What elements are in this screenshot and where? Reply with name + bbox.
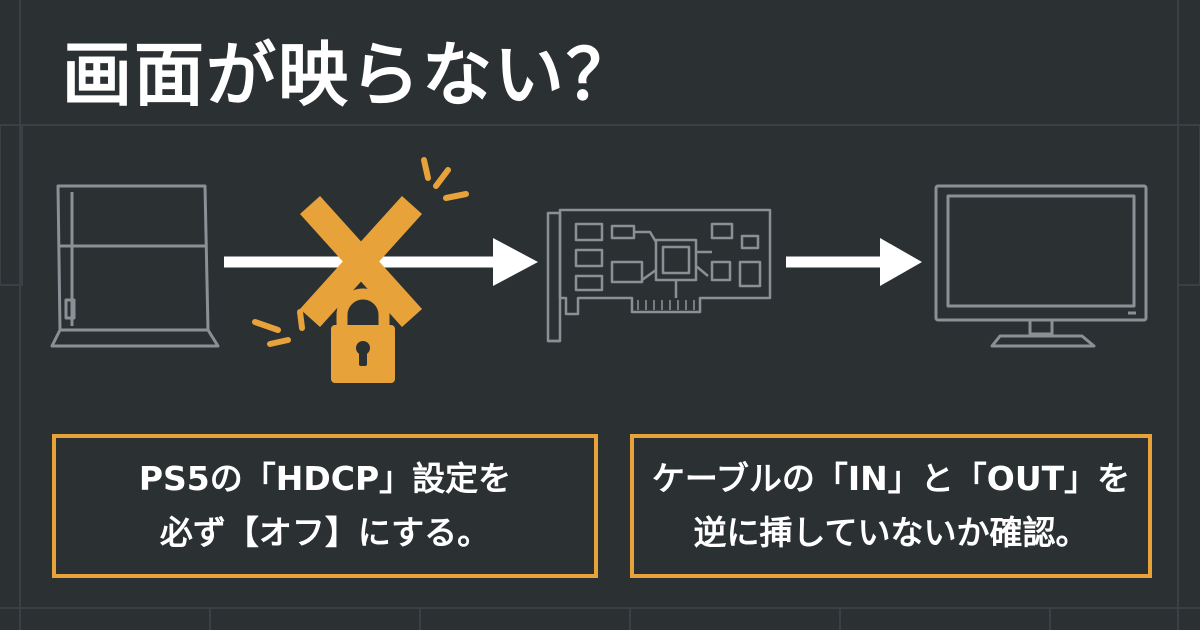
hdcp-tip-line-1: PS5の「HDCP」設定を xyxy=(138,459,512,498)
cable-tip-box: ケーブルの「IN」と「OUT」を 逆に挿していないか確認。 xyxy=(630,434,1152,578)
ps5-console-icon xyxy=(50,184,220,348)
padlock-icon xyxy=(331,288,395,383)
monitor-icon xyxy=(934,184,1148,348)
capture-card-icon xyxy=(546,208,772,343)
output-arrow xyxy=(786,238,922,286)
x-mark-icon xyxy=(299,195,423,328)
page-title: 画面が映らない？ xyxy=(62,34,638,116)
alert-burst-icon xyxy=(252,157,469,347)
cable-tip-line-1: ケーブルの「IN」と「OUT」を xyxy=(651,459,1131,498)
hdcp-tip-line-2: 必ず【オフ】にする。 xyxy=(159,513,491,552)
cable-tip-line-2: 逆に挿していないか確認。 xyxy=(693,513,1089,552)
hdcp-tip-box: PS5の「HDCP」設定を 必ず【オフ】にする。 xyxy=(52,434,598,578)
